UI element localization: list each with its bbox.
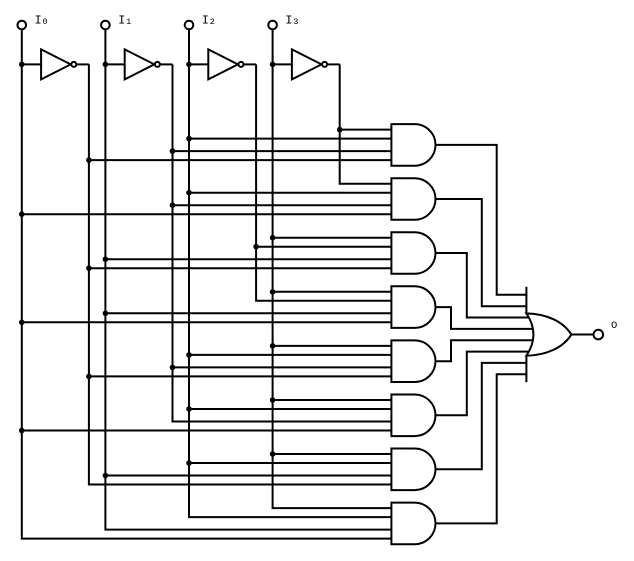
svg-text:I: I — [118, 14, 125, 28]
svg-text:I: I — [35, 14, 42, 28]
svg-text:2: 2 — [210, 17, 215, 27]
svg-text:3: 3 — [293, 17, 298, 27]
svg-text:1: 1 — [126, 17, 131, 27]
svg-text:O: O — [611, 320, 617, 332]
svg-text:I: I — [285, 14, 292, 28]
svg-text:I: I — [202, 14, 209, 28]
svg-text:0: 0 — [43, 17, 48, 27]
